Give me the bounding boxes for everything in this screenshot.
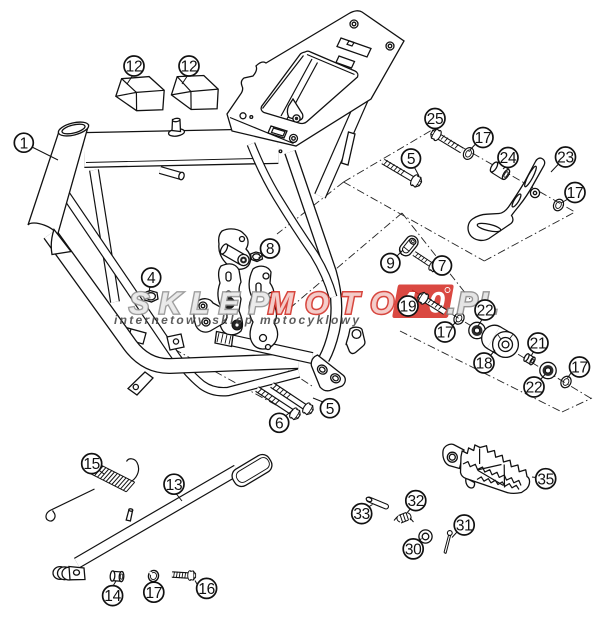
svg-text:7: 7	[438, 258, 446, 275]
svg-text:30: 30	[405, 542, 422, 559]
svg-text:17: 17	[475, 130, 492, 147]
svg-text:14: 14	[104, 588, 121, 605]
svg-text:24: 24	[500, 150, 517, 167]
svg-text:6: 6	[275, 415, 283, 432]
svg-text:21: 21	[530, 336, 547, 353]
svg-text:17: 17	[571, 360, 588, 377]
svg-text:22: 22	[477, 303, 494, 320]
svg-text:33: 33	[353, 506, 370, 523]
svg-text:32: 32	[407, 493, 424, 510]
svg-text:31: 31	[456, 518, 473, 535]
svg-text:8: 8	[266, 241, 274, 258]
svg-text:17: 17	[567, 185, 584, 202]
svg-text:5: 5	[326, 401, 334, 418]
svg-text:4: 4	[147, 270, 156, 287]
svg-text:19: 19	[400, 299, 417, 316]
svg-text:25: 25	[427, 111, 444, 128]
svg-text:22: 22	[526, 380, 543, 397]
svg-text:1: 1	[20, 135, 28, 152]
svg-text:9: 9	[386, 256, 394, 273]
svg-text:13: 13	[166, 477, 183, 494]
svg-text:12: 12	[126, 59, 143, 76]
svg-text:23: 23	[557, 150, 574, 167]
svg-text:17: 17	[437, 325, 454, 342]
svg-text:5: 5	[407, 151, 415, 168]
svg-text:17: 17	[145, 585, 162, 602]
svg-text:15: 15	[83, 456, 100, 473]
svg-text:12: 12	[181, 59, 198, 76]
svg-text:18: 18	[476, 356, 493, 373]
svg-text:35: 35	[537, 471, 554, 488]
svg-text:16: 16	[198, 581, 215, 598]
svg-text:internetowy sklep motocyklowy: internetowy sklep motocyklowy	[114, 313, 360, 327]
